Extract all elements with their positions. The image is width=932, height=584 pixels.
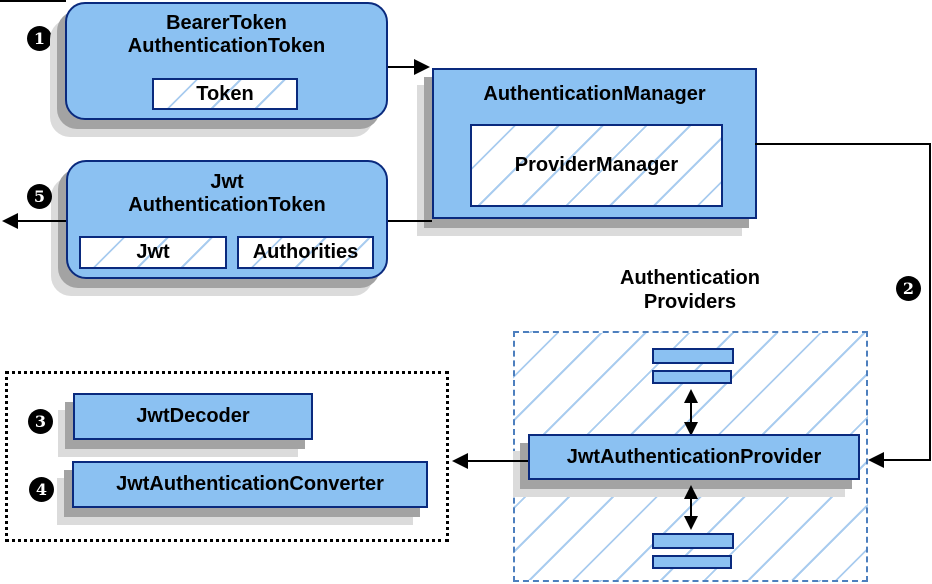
authentication-providers-label-line2: Providers	[643, 291, 737, 313]
jwt-field-label: Jwt	[136, 241, 170, 263]
jwt-authentication-converter-node: JwtAuthenticationConverter	[72, 461, 428, 508]
bearer-token-title-line1: BearerToken	[166, 12, 287, 34]
provider-list-arrow-up-icon	[684, 389, 698, 403]
jwt-decoder-node: JwtDecoder	[73, 393, 313, 440]
provider-manager-label: ProviderManager	[514, 154, 679, 176]
provider-placeholder-bar-top-2	[652, 370, 732, 384]
provider-manager-field: ProviderManager	[470, 124, 723, 207]
bearer-to-manager-line	[388, 66, 416, 68]
authentication-providers-label: Authentication Providers	[575, 266, 805, 314]
jwt-token-title-line2: AuthenticationToken	[128, 194, 326, 216]
jwt-authentication-provider-label: JwtAuthenticationProvider	[566, 445, 822, 468]
bearer-token-title-line2: AuthenticationToken	[127, 35, 326, 57]
authentication-manager-node: AuthenticationManager ProviderManager	[432, 68, 757, 219]
request-in-line	[0, 0, 66, 2]
response-out-arrowhead-icon	[2, 213, 18, 229]
authentication-manager-title: AuthenticationManager	[483, 83, 706, 105]
provider-placeholder-bar-bottom-2	[652, 555, 732, 569]
provider-list-arrow-up-2-icon	[684, 485, 698, 499]
step-5-label: 5	[33, 186, 46, 206]
authorities-field-label: Authorities	[252, 241, 359, 263]
jwt-authentication-token-node: Jwt AuthenticationToken Jwt Authorities	[66, 160, 388, 279]
provider-list-arrow-line-top	[690, 400, 692, 426]
manager-to-jwt-token-line	[386, 220, 432, 222]
authentication-providers-label-line1: Authentication	[620, 267, 760, 289]
manager-to-provider-arrowhead-icon	[868, 452, 884, 468]
step-3-badge: 3	[28, 409, 53, 434]
response-out-line	[14, 220, 66, 222]
jwt-authentication-provider-node: JwtAuthenticationProvider	[528, 434, 860, 480]
step-4-label: 4	[35, 479, 48, 499]
step-2-label: 2	[902, 278, 915, 298]
authorities-field: Authorities	[237, 236, 374, 269]
provider-list-arrow-line-bottom	[690, 496, 692, 518]
manager-to-provider-line-right	[929, 143, 931, 460]
step-2-badge: 2	[896, 276, 921, 301]
authentication-providers-group: JwtAuthenticationProvider	[513, 331, 868, 582]
step-4-badge: 4	[29, 477, 54, 502]
provider-placeholder-bar-bottom-1	[652, 533, 734, 549]
manager-to-provider-line-top	[755, 143, 931, 145]
provider-placeholder-bar-top-1	[652, 348, 734, 364]
provider-list-arrow-down-2-icon	[684, 516, 698, 530]
manager-to-provider-line-bottom	[882, 459, 931, 461]
jwt-field: Jwt	[79, 236, 227, 269]
token-field-label: Token	[196, 82, 254, 105]
provider-to-tools-line	[466, 460, 528, 462]
step-1-label: 1	[33, 28, 46, 48]
step-3-label: 3	[34, 411, 47, 431]
step-5-badge: 5	[27, 184, 52, 209]
provider-list-arrow-down-icon	[684, 422, 698, 436]
bearer-to-manager-arrowhead-icon	[414, 59, 430, 75]
step-1-badge: 1	[27, 26, 52, 51]
jwt-authentication-converter-label: JwtAuthenticationConverter	[116, 473, 384, 495]
bearer-token-authentication-token-node: BearerToken AuthenticationToken Token	[65, 2, 388, 120]
jwt-token-title-line1: Jwt	[210, 171, 244, 193]
jwt-decoder-label: JwtDecoder	[136, 405, 250, 427]
provider-to-tools-arrowhead-icon	[452, 453, 468, 469]
jwt-tools-group	[5, 371, 449, 542]
token-field: Token	[152, 78, 298, 110]
